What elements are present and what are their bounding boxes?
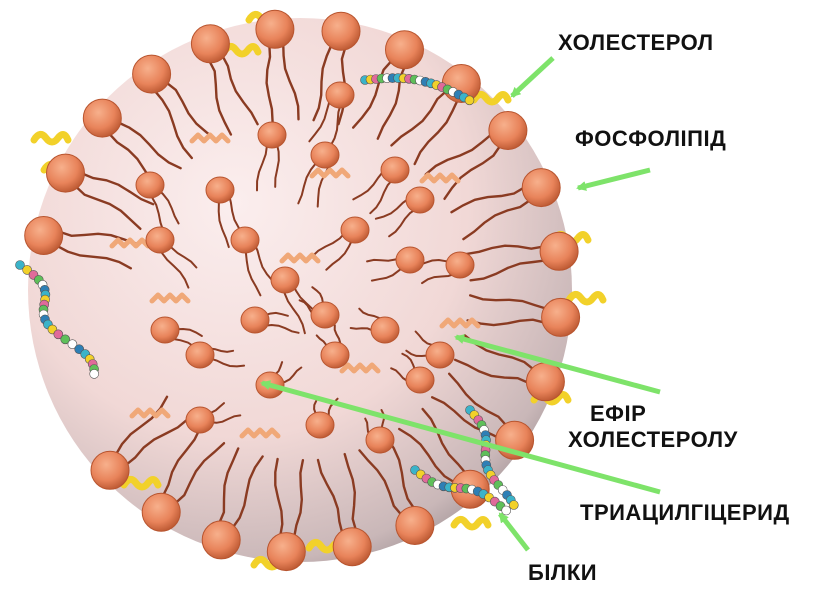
- phospholipid-head: [326, 82, 354, 108]
- label-cholesterol-ester-line2: ХОЛЕСТЕРОЛУ: [568, 427, 738, 453]
- phospholipid-head: [241, 307, 269, 333]
- phospholipid-head: [256, 10, 294, 48]
- protein-bead: [465, 96, 474, 105]
- arrow-proteins: [500, 514, 528, 550]
- label-cholesterol-ester-line1: ЕФІР: [590, 401, 738, 427]
- phospholipid-head: [381, 157, 409, 183]
- arrow-cholesterol: [512, 58, 553, 96]
- phospholipid-head: [142, 493, 180, 531]
- phospholipid-head: [426, 342, 454, 368]
- phospholipid-head: [406, 187, 434, 213]
- protein-bead: [90, 369, 99, 378]
- phospholipid-head: [25, 217, 63, 255]
- phospholipid-head: [136, 172, 164, 198]
- phospholipid-head: [311, 142, 339, 168]
- phospholipid-head: [146, 227, 174, 253]
- phospholipid-head: [202, 521, 240, 559]
- phospholipid-head: [306, 412, 334, 438]
- phospholipid-head: [258, 122, 286, 148]
- phospholipid-head: [186, 407, 214, 433]
- label-phospholipid: ФОСФОЛІПІД: [575, 126, 726, 152]
- phospholipid-head: [151, 317, 179, 343]
- phospholipid-head: [522, 169, 560, 207]
- phospholipid-head: [311, 302, 339, 328]
- cholesterol-molecule: [569, 294, 603, 302]
- phospholipid-head: [271, 267, 299, 293]
- arrow-phospholipid: [578, 170, 650, 188]
- label-cholesterol-ester: ЕФІР ХОЛЕСТЕРОЛУ: [590, 401, 738, 453]
- phospholipid-head: [333, 528, 371, 566]
- phospholipid-head: [489, 112, 527, 150]
- phospholipid-head: [371, 317, 399, 343]
- phospholipid-head: [206, 177, 234, 203]
- phospholipid-head: [540, 232, 578, 270]
- phospholipid-head: [267, 533, 305, 571]
- phospholipid-head: [542, 298, 580, 336]
- phospholipid-head: [133, 55, 171, 93]
- phospholipid-head: [526, 363, 564, 401]
- phospholipid-head: [47, 154, 85, 192]
- phospholipid-head: [406, 367, 434, 393]
- phospholipid-head: [396, 247, 424, 273]
- phospholipid-head: [446, 252, 474, 278]
- label-cholesterol: ХОЛЕСТЕРОЛ: [558, 30, 714, 56]
- phospholipid-head: [321, 342, 349, 368]
- phospholipid-head: [191, 25, 229, 63]
- protein-bead: [509, 501, 518, 510]
- phospholipid-head: [231, 227, 259, 253]
- phospholipid-head: [322, 12, 360, 50]
- cholesterol-molecule: [454, 519, 488, 527]
- protein-bead: [502, 506, 511, 515]
- label-triacylglyceride: ТРИАЦИЛГІЦЕРИД: [580, 500, 790, 526]
- label-proteins: БІЛКИ: [528, 560, 597, 586]
- phospholipid-head: [386, 31, 424, 69]
- cholesterol-molecule: [34, 134, 68, 142]
- phospholipid-head: [366, 427, 394, 453]
- phospholipid-head: [83, 99, 121, 137]
- phospholipid-head: [186, 342, 214, 368]
- phospholipid-head: [341, 217, 369, 243]
- phospholipid-head: [91, 451, 129, 489]
- phospholipid-head: [396, 507, 434, 545]
